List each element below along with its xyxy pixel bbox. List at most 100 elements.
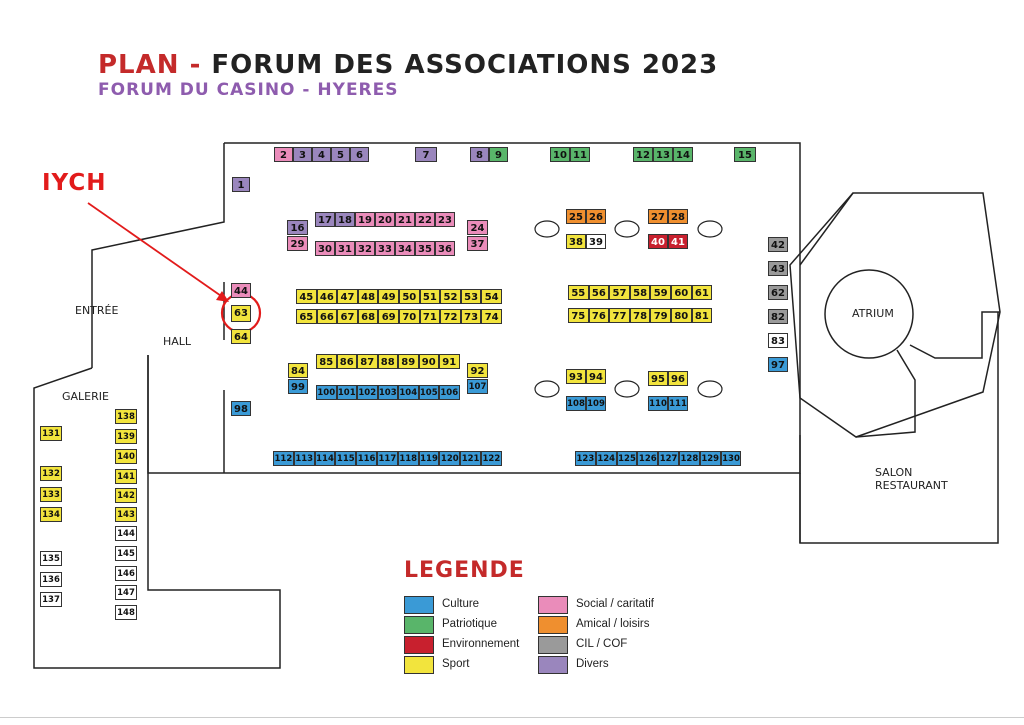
booth-46: 46 (316, 289, 338, 304)
booth-65: 65 (296, 309, 317, 324)
area-entree: ENTRÉE (75, 304, 119, 317)
legend-label-social: Social / caritatif (576, 598, 654, 610)
booth-120: 120 (439, 451, 461, 466)
legend-label-culture: Culture (442, 598, 480, 610)
booth-18: 18 (335, 212, 355, 227)
booth-146: 146 (115, 566, 137, 581)
booth-50: 50 (399, 289, 420, 304)
atrium-wall (789, 192, 1001, 438)
table-ellipse (534, 380, 560, 398)
booth-118: 118 (397, 451, 419, 466)
booth-147: 147 (115, 585, 137, 600)
title-dash: - (179, 50, 212, 80)
booth-115: 115 (335, 451, 357, 466)
booth-34: 34 (395, 241, 415, 256)
booth-119: 119 (418, 451, 440, 466)
booth-94: 94 (586, 369, 606, 384)
booth-55: 55 (568, 285, 589, 300)
booth-140: 140 (115, 449, 137, 464)
booth-3: 3 (293, 147, 312, 162)
booth-96: 96 (668, 371, 688, 386)
booth-49: 49 (378, 289, 399, 304)
booth-87: 87 (357, 354, 378, 369)
booth-22: 22 (415, 212, 435, 227)
legend-title: LEGENDE (404, 558, 525, 583)
booth-131: 131 (40, 426, 62, 441)
booth-54: 54 (481, 289, 502, 304)
area-galerie: GALERIE (62, 390, 109, 403)
booth-9: 9 (489, 147, 508, 162)
booth-36: 36 (435, 241, 455, 256)
booth-41: 41 (668, 234, 688, 249)
galerie-wall (33, 355, 281, 669)
booth-68: 68 (357, 309, 379, 324)
booth-1: 1 (232, 177, 250, 192)
legend-swatch-sport (404, 656, 434, 674)
booth-39: 39 (586, 234, 606, 249)
booth-88: 88 (377, 354, 398, 369)
legend-swatch-social (538, 596, 568, 614)
booth-8: 8 (470, 147, 489, 162)
booth-116: 116 (356, 451, 377, 466)
booth-66: 66 (316, 309, 338, 324)
booth-112: 112 (273, 451, 294, 466)
booth-7: 7 (415, 147, 437, 162)
booth-117: 117 (377, 451, 398, 466)
atrium-circle (824, 269, 914, 359)
booth-136: 136 (40, 572, 62, 587)
booth-127: 127 (658, 451, 679, 466)
table-ellipse (697, 380, 723, 398)
booth-142: 142 (115, 488, 137, 503)
booth-69: 69 (378, 309, 399, 324)
table-ellipse (697, 220, 723, 238)
booth-130: 130 (720, 451, 742, 466)
booth-23: 23 (435, 212, 455, 227)
booth-12: 12 (633, 147, 653, 162)
booth-85: 85 (316, 354, 337, 369)
booth-122: 122 (481, 451, 502, 466)
booth-63: 63 (231, 305, 251, 322)
booth-77: 77 (609, 308, 630, 323)
booth-28: 28 (668, 209, 688, 224)
booth-56: 56 (588, 285, 610, 300)
booth-16: 16 (287, 220, 308, 235)
booth-31: 31 (335, 241, 355, 256)
booth-106: 106 (439, 385, 460, 400)
booth-21: 21 (395, 212, 415, 227)
page-bottom-rule (0, 717, 1024, 718)
booth-82: 82 (768, 309, 788, 324)
booth-71: 71 (419, 309, 441, 324)
booth-144: 144 (115, 526, 137, 541)
booth-53: 53 (460, 289, 482, 304)
booth-124: 124 (595, 451, 617, 466)
legend-label-divers: Divers (576, 658, 609, 670)
booth-48: 48 (357, 289, 379, 304)
booth-35: 35 (415, 241, 435, 256)
area-hall: HALL (163, 335, 192, 348)
booth-95: 95 (648, 371, 668, 386)
booth-102: 102 (357, 385, 378, 400)
booth-129: 129 (699, 451, 721, 466)
booth-90: 90 (418, 354, 439, 369)
legend-label-env: Environnement (442, 638, 520, 650)
booth-4: 4 (312, 147, 331, 162)
booth-5: 5 (331, 147, 350, 162)
booth-45: 45 (296, 289, 317, 304)
booth-141: 141 (115, 469, 137, 484)
booth-83: 83 (768, 333, 788, 348)
booth-123: 123 (575, 451, 596, 466)
booth-59: 59 (650, 285, 671, 300)
booth-25: 25 (566, 209, 586, 224)
legend-swatch-amical (538, 616, 568, 634)
legend-swatch-env (404, 636, 434, 654)
callout-arrow-line (87, 202, 225, 299)
booth-139: 139 (115, 429, 137, 444)
booth-70: 70 (399, 309, 420, 324)
booth-114: 114 (314, 451, 336, 466)
booth-108: 108 (566, 396, 586, 411)
booth-92: 92 (467, 363, 488, 378)
booth-134: 134 (40, 507, 62, 522)
title-plan: PLAN (98, 50, 180, 80)
booth-43: 43 (768, 261, 788, 276)
booth-135: 135 (40, 551, 62, 566)
